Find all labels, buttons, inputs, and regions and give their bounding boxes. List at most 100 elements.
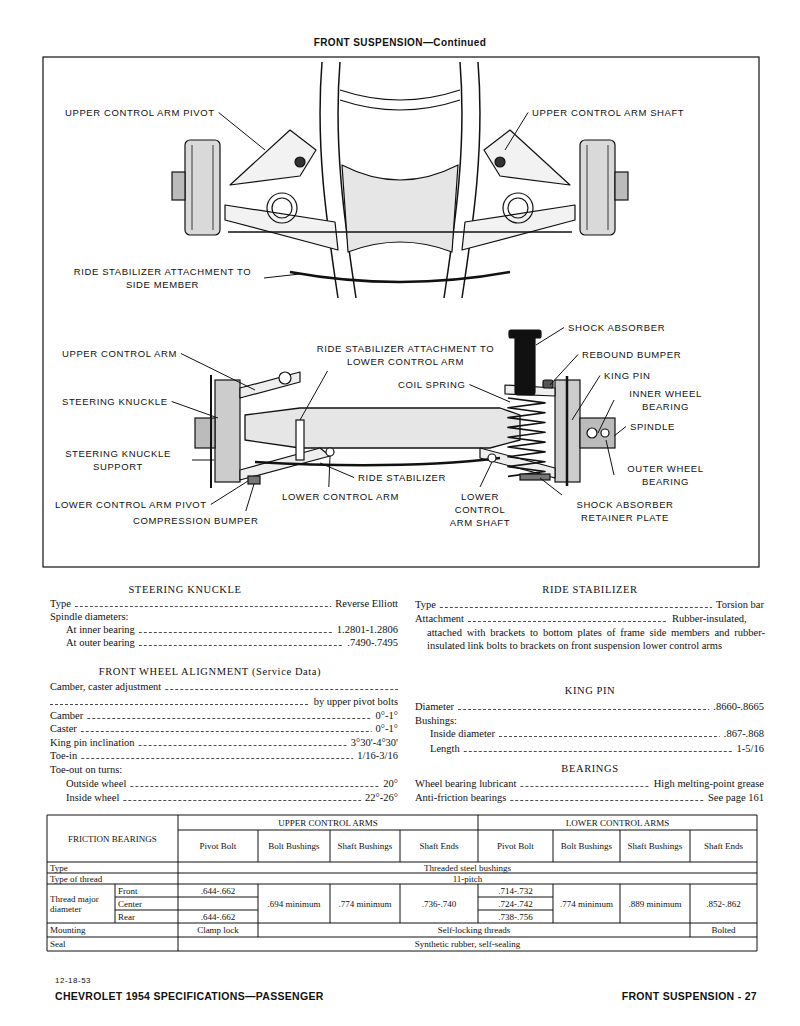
page-title: FRONT SUSPENSION—Continued xyxy=(314,36,487,49)
leader-line xyxy=(480,462,492,487)
retainer-plate xyxy=(520,474,550,480)
part-callout: LOWER CONTROL ARM PIVOT xyxy=(55,498,207,511)
leader-line xyxy=(219,113,265,151)
dot-leader xyxy=(139,645,343,646)
dot-leader xyxy=(165,689,398,690)
table-grid xyxy=(47,815,757,951)
leader-line xyxy=(606,440,614,475)
spec-text: Caster xyxy=(50,722,77,736)
shock-absorber xyxy=(515,335,535,395)
dot-leader xyxy=(130,786,379,787)
table-rule xyxy=(330,884,331,923)
leader-lines xyxy=(172,113,626,512)
table-rule xyxy=(478,897,553,898)
table-rule xyxy=(330,830,331,862)
coil-spring-top xyxy=(267,193,297,223)
spec-heading: KING PIN xyxy=(565,684,616,697)
dot-leader xyxy=(123,800,361,801)
spindle xyxy=(580,418,615,448)
table-cell: Bolted xyxy=(690,923,757,937)
table-rule xyxy=(478,884,479,923)
table-rule xyxy=(115,910,258,911)
tie-rod xyxy=(228,231,572,233)
spec-text: .867-.868 xyxy=(724,727,764,741)
table-rule xyxy=(258,830,259,862)
spec-text: See page 161 xyxy=(708,791,764,805)
dot-leader xyxy=(464,751,733,752)
spec-text: by upper pivot bolts xyxy=(314,695,398,709)
table-rule xyxy=(400,830,401,862)
table-cell: Bolt Bushings xyxy=(553,830,620,862)
table-cell: .852-.862 xyxy=(690,884,757,923)
part-callout: SHOCK ABSORBER xyxy=(568,321,665,334)
pivot-bolt xyxy=(495,157,505,167)
dot-leader xyxy=(440,607,712,608)
dot-leader xyxy=(499,736,720,737)
table-rule xyxy=(47,923,757,924)
leader-line xyxy=(320,463,354,478)
dot-leader xyxy=(510,800,704,801)
king-pin xyxy=(566,376,569,486)
spec-text: Inside wheel xyxy=(66,791,119,805)
dot-leader xyxy=(468,621,668,622)
dot-leader xyxy=(139,745,347,746)
table-cell: .738-.756 xyxy=(478,910,553,923)
spec-text: Spindle diameters: xyxy=(50,610,128,624)
cross-member xyxy=(340,90,460,100)
table-cell: UPPER CONTROL ARMS xyxy=(178,815,478,830)
leader-line xyxy=(192,460,214,461)
table-cell: .774 minimum xyxy=(553,884,620,923)
footer-text: FRONT SUSPENSION - 27 xyxy=(622,990,757,1003)
pivot-bolt xyxy=(295,157,305,167)
spec-text: Toe-in xyxy=(50,749,77,763)
table-cell: Shaft Ends xyxy=(400,830,478,862)
table-rule xyxy=(553,830,554,862)
spec-text: Outside wheel xyxy=(66,777,126,791)
spec-text: 22°-26° xyxy=(365,791,398,805)
table-cell: .644-.662 xyxy=(178,884,258,897)
leader-line xyxy=(540,478,562,495)
table-cell: Clamp lock xyxy=(178,923,258,937)
spec-text: Reverse Elliott xyxy=(335,597,398,611)
part-callout: REBOUND BUMPER xyxy=(582,348,681,361)
part-callout: UPPER CONTROL ARM PIVOT xyxy=(65,106,215,119)
table-cell: .774 minimum xyxy=(330,884,400,923)
leader-line xyxy=(246,484,254,511)
part-callout: STEERING KNUCKLE SUPPORT xyxy=(48,447,188,473)
table-rule xyxy=(47,951,757,952)
table-cell: .889 minimum xyxy=(620,884,690,923)
table-rule xyxy=(620,830,621,862)
table-rule xyxy=(47,815,757,816)
table-cell: Pivot Bolt xyxy=(178,830,258,862)
leader-line xyxy=(469,385,510,403)
part-callout: LOWER CONTROL ARM xyxy=(282,490,399,503)
part-callout: SHOCK ABSORBER RETAINER PLATE xyxy=(555,498,695,524)
spec-text: 20° xyxy=(383,777,398,791)
lower-control-arm xyxy=(225,205,338,250)
spec-text: Length xyxy=(430,742,460,756)
table-rule xyxy=(553,884,554,923)
leader-line xyxy=(572,376,600,421)
table-rule xyxy=(690,884,691,937)
dot-leader xyxy=(81,758,353,759)
spec-heading: BEARINGS xyxy=(561,762,618,775)
coil-spring-top xyxy=(503,193,533,223)
spec-text: Attachment xyxy=(415,612,464,626)
table-cell: Front xyxy=(115,884,178,897)
dot-leader xyxy=(75,606,331,607)
spec-text: Camber, caster adjustment xyxy=(50,680,161,694)
table-cell: Type of thread xyxy=(47,873,178,884)
table-rule xyxy=(620,884,621,923)
table-cell: Shaft Bushings xyxy=(620,830,690,862)
upper-control-arm xyxy=(230,130,316,185)
table-cell: .736-.740 xyxy=(400,884,478,923)
upper-control-arm xyxy=(240,372,300,398)
coil-spring-top xyxy=(508,198,528,218)
spec-text: At outer bearing xyxy=(66,636,135,650)
wheel-hub xyxy=(172,172,185,200)
table-cell: .724-.742 xyxy=(478,897,553,910)
spec-text: Type xyxy=(50,597,71,611)
part-callout: INNER WHEEL BEARING xyxy=(618,387,713,413)
spec-text: Inside diameter xyxy=(430,727,495,741)
